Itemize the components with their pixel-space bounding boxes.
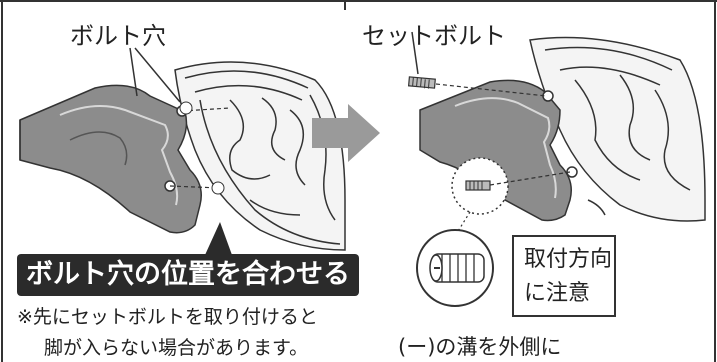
align-bolt-holes-banner: ボルト穴の位置を合わせる	[17, 254, 359, 296]
set-bolt-label: セットボルト	[362, 22, 506, 50]
left-leg-bracket	[19, 84, 202, 234]
direction-arrow	[312, 104, 380, 162]
caution-line-2: に注意	[524, 281, 591, 306]
set-bolt-pointer	[411, 31, 419, 75]
frame-bolt-hole-top	[179, 101, 193, 115]
left-align-line-bottom	[169, 185, 221, 189]
magnified-bolt	[429, 253, 485, 283]
caution-line-1: 取付方向	[524, 247, 613, 272]
note-line-2: 脚が入らない場合があります。	[44, 337, 309, 359]
right-wheel-frame	[529, 36, 706, 222]
bolt-hole-pointer-1	[129, 47, 138, 97]
caution-box: 取付方向 に注意	[512, 235, 616, 317]
set-bolt-top	[407, 76, 436, 89]
right-align-line-top	[435, 83, 547, 97]
frame-bolt-hole-bottom	[211, 181, 225, 195]
set-bolt-bottom	[465, 180, 491, 191]
groove-direction-note: (ー)の溝を外側に	[398, 335, 562, 359]
note-line-1: ※先にセットボルトを取り付けると	[17, 306, 318, 328]
banner-pointer	[205, 222, 232, 255]
left-wheel-frame	[174, 61, 346, 251]
bolt-hole-pointer-2	[134, 47, 181, 103]
bolt-hole-label: ボルト穴	[70, 22, 166, 50]
